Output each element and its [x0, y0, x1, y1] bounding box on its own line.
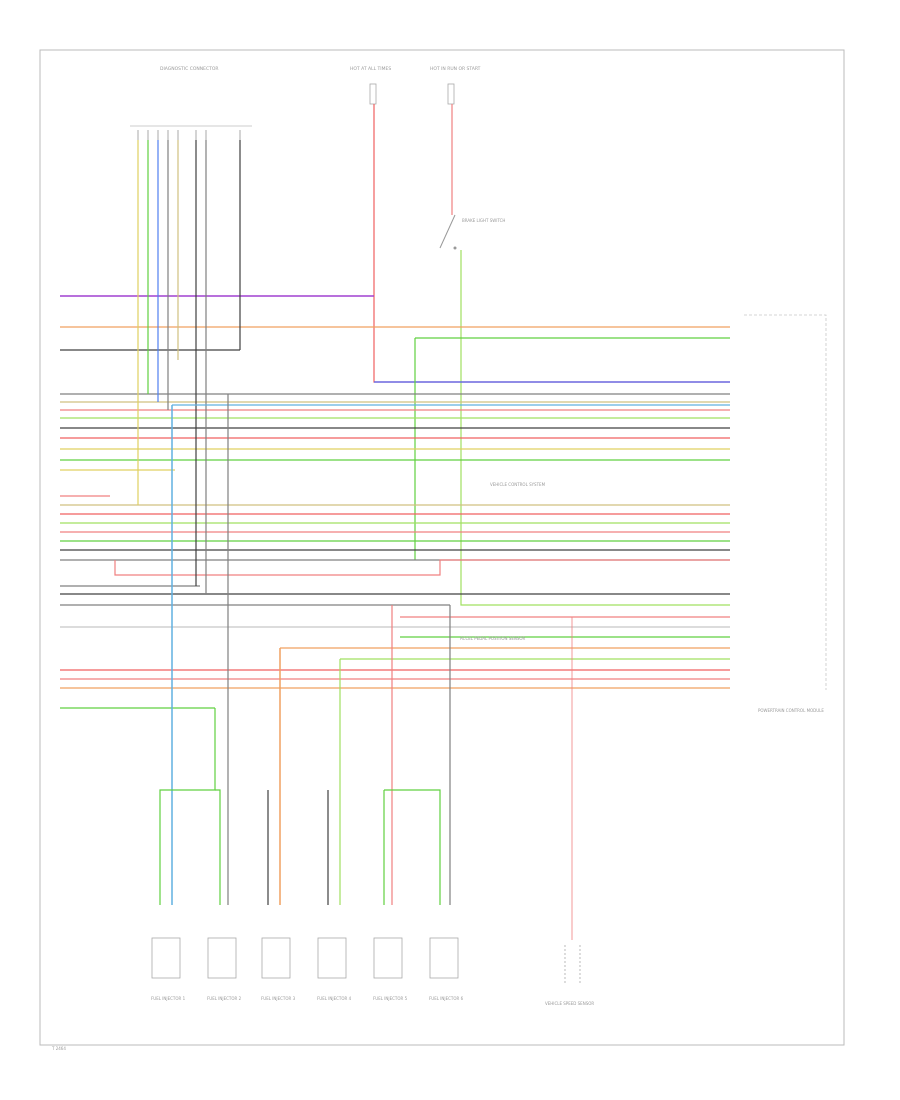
fuse-label-hot-all-times: HOT AT ALL TIMES [350, 66, 391, 72]
fuse-label-hot-run-start: HOT IN RUN OR START [430, 66, 481, 72]
injector-4: FUEL INJECTOR 4 [317, 937, 352, 1001]
injector-2-label: FUEL INJECTOR 2 [207, 996, 242, 1001]
injector-3: FUEL INJECTOR 3 [261, 937, 296, 1001]
brake-switch-icon [439, 214, 457, 250]
connector-verticals [137, 140, 241, 594]
fuse-2-icon [447, 83, 455, 105]
injector-2: FUEL INJECTOR 2 [207, 937, 242, 1001]
diagnostic-connector: DIAGNOSTIC CONNECTOR [130, 66, 252, 140]
injector-3-label: FUEL INJECTOR 3 [261, 996, 296, 1001]
wire-brake-green [460, 250, 730, 606]
wire-bundle [60, 295, 730, 709]
injector-feeds [159, 394, 730, 940]
wire-fuse1-violet [373, 104, 730, 383]
injector-4-label: FUEL INJECTOR 4 [317, 996, 352, 1001]
injector-6: FUEL INJECTOR 6 [429, 937, 464, 1001]
vehicle-speed-sensor: VEHICLE SPEED SENSOR [545, 945, 594, 1006]
connector-label: DIAGNOSTIC CONNECTOR [160, 66, 219, 72]
injector-1-label: FUEL INJECTOR 1 [151, 996, 186, 1001]
fuse-1-icon [369, 83, 377, 105]
injector-1: FUEL INJECTOR 1 [151, 937, 186, 1001]
vehicle-control-system-label: VEHICLE CONTROL SYSTEM [490, 482, 546, 487]
diagram-frame [39, 49, 845, 1046]
accel-pedal-label: ACCEL PEDAL POSITION SENSOR [460, 636, 526, 641]
brake-switch-label: BRAKE LIGHT SWITCH [462, 218, 505, 223]
pcm-label: POWERTRAIN CONTROL MODULE [758, 708, 824, 713]
injector-5-label: FUEL INJECTOR 5 [373, 996, 408, 1001]
injector-5: FUEL INJECTOR 5 [373, 937, 408, 1001]
pcm-boundary [744, 314, 827, 690]
corner-label: T 2464 [51, 1046, 66, 1051]
sensor-label: VEHICLE SPEED SENSOR [545, 1001, 594, 1006]
injector-6-label: FUEL INJECTOR 6 [429, 996, 464, 1001]
